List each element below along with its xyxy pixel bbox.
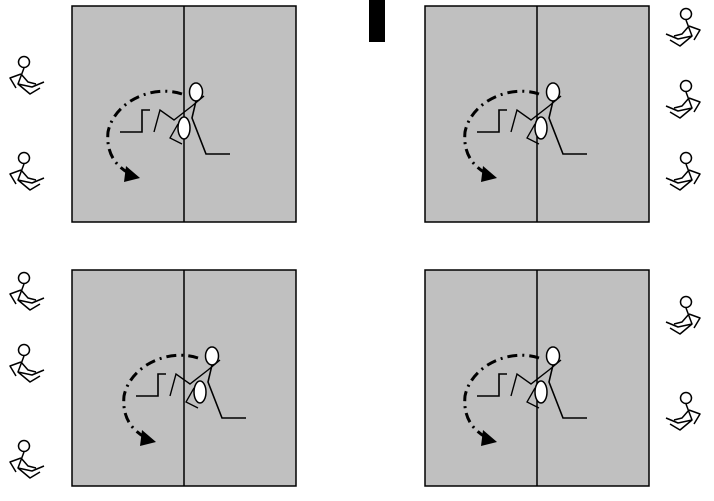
door-panel-top-left [72, 6, 296, 222]
watchers-bottom-left [10, 273, 44, 479]
seated-stick-figure-icon [10, 345, 44, 383]
seated-stick-figure-icon [666, 81, 700, 119]
watchers-top-right [666, 9, 700, 191]
seated-stick-figure-icon [666, 393, 700, 431]
seated-stick-figure-icon [10, 153, 44, 191]
door-panel-bottom-right [425, 270, 649, 486]
black-bar-marker [369, 0, 385, 42]
door-panel-top-right [425, 6, 649, 222]
door-panel-bottom-left [72, 270, 296, 486]
seated-stick-figure-icon [10, 57, 44, 95]
seated-stick-figure-icon [666, 153, 700, 191]
watchers-bottom-right [666, 297, 700, 431]
seated-stick-figure-icon [666, 9, 700, 47]
seated-stick-figure-icon [10, 441, 44, 479]
watchers-top-left [10, 57, 44, 191]
seated-stick-figure-icon [10, 273, 44, 311]
seated-stick-figure-icon [666, 297, 700, 335]
